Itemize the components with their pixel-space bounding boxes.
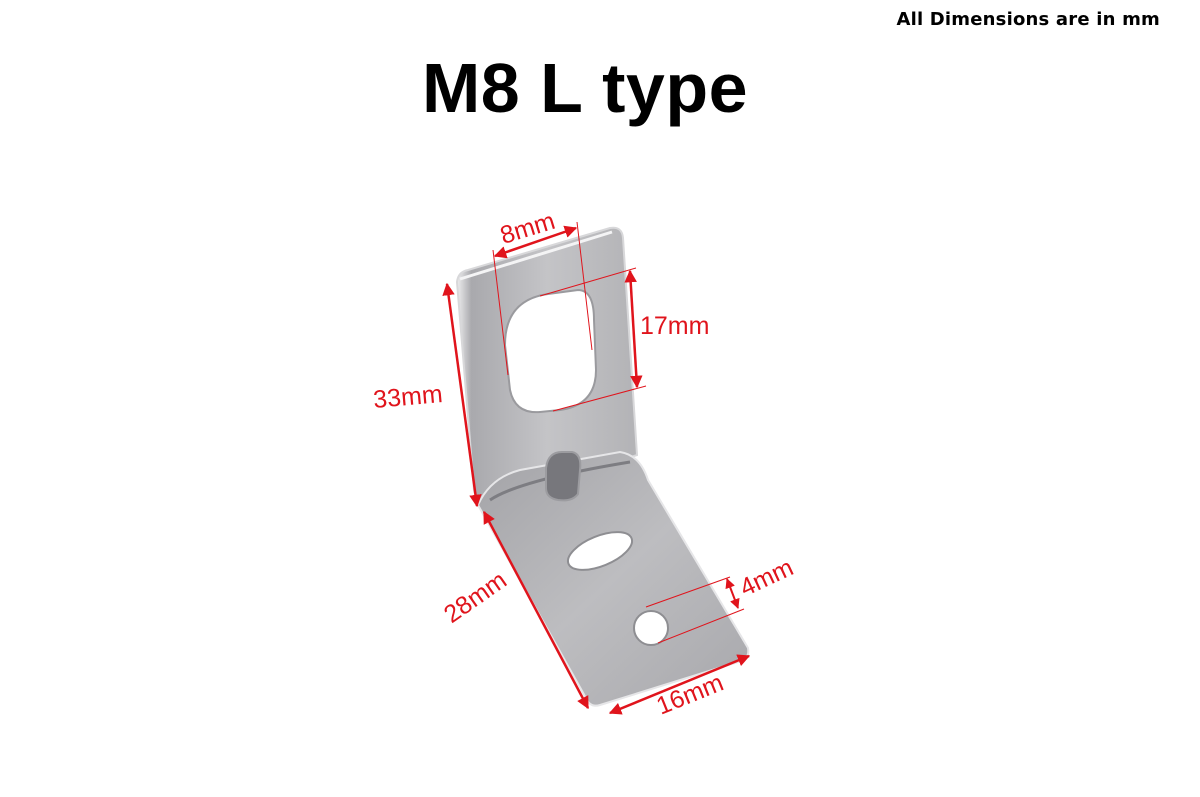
dim-label-upright-height: 33mm	[372, 380, 444, 414]
units-note: All Dimensions are in mm	[896, 9, 1160, 30]
product-title: M8 L type	[421, 49, 749, 127]
dimension-lines	[442, 221, 751, 715]
dim-label-slot-length: 17mm	[640, 312, 709, 340]
bracket-upright	[455, 226, 639, 507]
dim-label-hole: 4mm	[736, 553, 798, 602]
dim-label-base-length: 28mm	[439, 566, 512, 629]
